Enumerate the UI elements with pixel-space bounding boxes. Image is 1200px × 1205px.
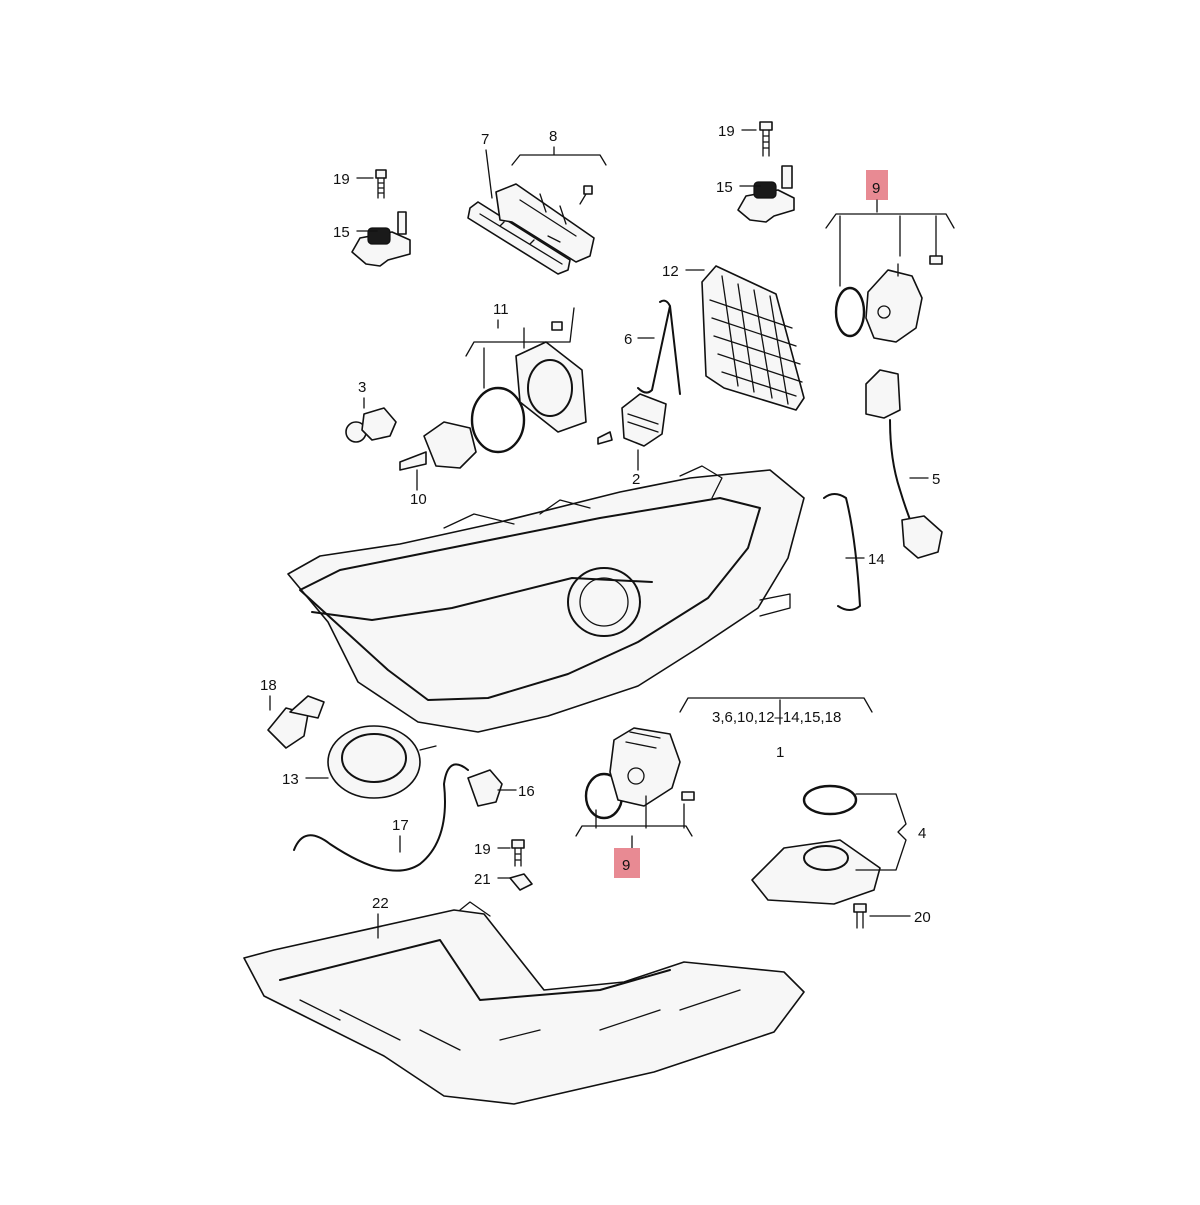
part-19-bolt-right[interactable] [759,121,773,157]
callout-19-left: 19 [333,171,350,188]
part-12-mesh-screen[interactable] [701,265,805,411]
callout-6: 6 [624,331,632,348]
callout-16: 16 [518,783,535,800]
part-4-xenon-ballast[interactable] [751,839,881,905]
part-6-spring-clip[interactable] [637,299,681,395]
part-19-bolt-bottom[interactable] [511,839,525,867]
part-9-screw-bottom[interactable] [681,791,695,801]
part-9-seal-ring-top[interactable] [834,286,866,338]
callout-19-right: 19 [718,123,735,140]
callout-15-right: 15 [716,179,733,196]
callout-9-top: 9 [872,180,880,197]
callout-17: 17 [392,817,409,834]
callout-18: 18 [260,677,277,694]
part-18-bulb[interactable] [267,695,325,749]
callout-15-left: 15 [333,224,350,241]
callout-19-bottom: 19 [474,841,491,858]
part-11-o-ring[interactable] [470,386,526,454]
callout-1-subitems: 3,6,10,12–14,15,18 [712,709,841,726]
part-13-cover-cap[interactable] [327,725,437,799]
part-4-gasket[interactable] [802,784,858,816]
part-9-screw-top[interactable] [929,255,943,265]
part-16-connector[interactable] [467,769,503,807]
callout-14: 14 [868,551,885,568]
part-2-bulb-unit[interactable] [597,393,667,447]
part-14-seal-strip[interactable] [823,493,861,611]
callout-12: 12 [662,263,679,280]
callout-4: 4 [918,825,926,842]
part-9-control-unit-bottom[interactable] [609,727,681,807]
part-22-underbody-shield[interactable] [243,901,805,1105]
part-11-bulb-adaptor-ring[interactable] [515,341,587,433]
callout-20: 20 [914,909,931,926]
highlight-9-top [866,170,888,200]
callout-11: 11 [493,301,509,318]
callout-1: 1 [776,744,784,761]
part-21-clip[interactable] [509,873,533,891]
callout-9-bottom: 9 [622,857,630,874]
callout-2: 2 [632,471,640,488]
callout-10: 10 [410,491,427,508]
callout-3: 3 [358,379,366,396]
part-17-vent-hose[interactable] [293,763,469,872]
part-20-screw[interactable] [853,903,867,929]
part-15-mount-bracket-right[interactable] [737,165,795,223]
part-9-control-unit-top[interactable] [865,263,923,343]
part-15-mount-bracket-left[interactable] [351,211,411,267]
callout-21: 21 [474,871,491,888]
part-7-cover-plate[interactable] [467,201,571,275]
callout-13: 13 [282,771,299,788]
part-5-wiring-harness[interactable] [865,369,943,559]
part-19-bolt-left[interactable] [375,169,387,199]
callout-22: 22 [372,895,389,912]
part-1-headlight-housing[interactable] [287,465,805,733]
part-10-bulb-holder[interactable] [399,421,477,471]
callout-8: 8 [549,128,557,145]
part-3-socket-bulb[interactable] [345,407,397,443]
callout-5: 5 [932,471,940,488]
highlight-9-bottom [614,848,640,878]
part-8-bracket[interactable] [495,183,595,263]
callout-7: 7 [481,131,489,148]
part-11-screw[interactable] [551,321,563,331]
